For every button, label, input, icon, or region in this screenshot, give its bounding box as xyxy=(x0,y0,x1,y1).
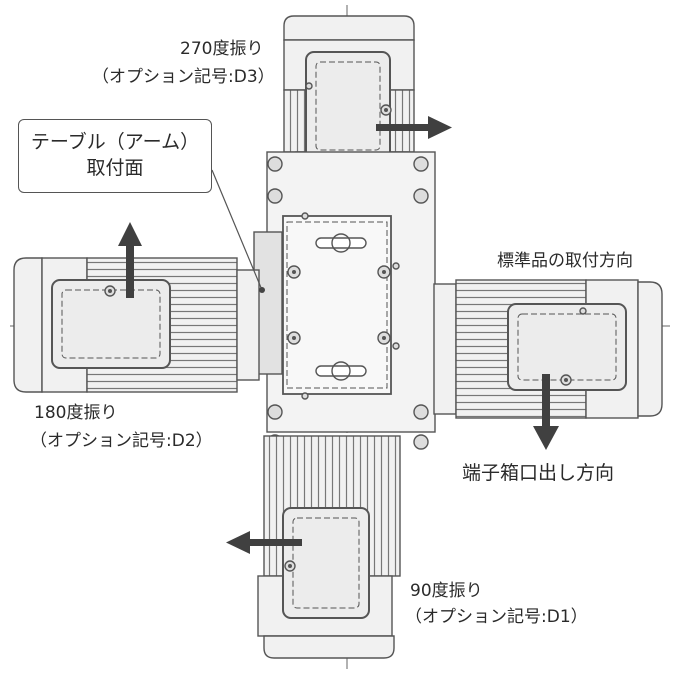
arrow-down-icon xyxy=(533,374,559,450)
label-d1-line1: 90度振り xyxy=(410,581,483,601)
callout-leader-line xyxy=(211,169,263,291)
arrow-right-icon xyxy=(376,116,452,139)
motor-bottom-d1 xyxy=(257,435,401,659)
label-d3-line1: 270度振り xyxy=(180,39,264,59)
label-d1-line2: （オプション記号:D1） xyxy=(405,607,588,627)
label-terminal-box-direction: 端子箱口出し方向 xyxy=(462,462,615,484)
motor-right-standard xyxy=(433,279,663,419)
callout-line1: テーブル（アーム） xyxy=(30,131,200,153)
motor-left-d2 xyxy=(13,257,260,393)
callout-line2: 取付面 xyxy=(86,157,144,179)
arrow-up-icon xyxy=(118,222,142,298)
callout-table-mount-surface: テーブル（アーム） 取付面 xyxy=(18,119,212,193)
arrow-left-icon xyxy=(226,531,302,554)
callout-leader-dot xyxy=(259,287,265,293)
label-standard-direction: 標準品の取付方向 xyxy=(497,251,633,271)
label-d2-line2: （オプション記号:D2） xyxy=(30,431,213,451)
gearbox-center xyxy=(253,151,436,450)
label-d3-line2: （オプション記号:D3） xyxy=(92,67,275,87)
label-d2-line1: 180度振り xyxy=(34,403,118,423)
